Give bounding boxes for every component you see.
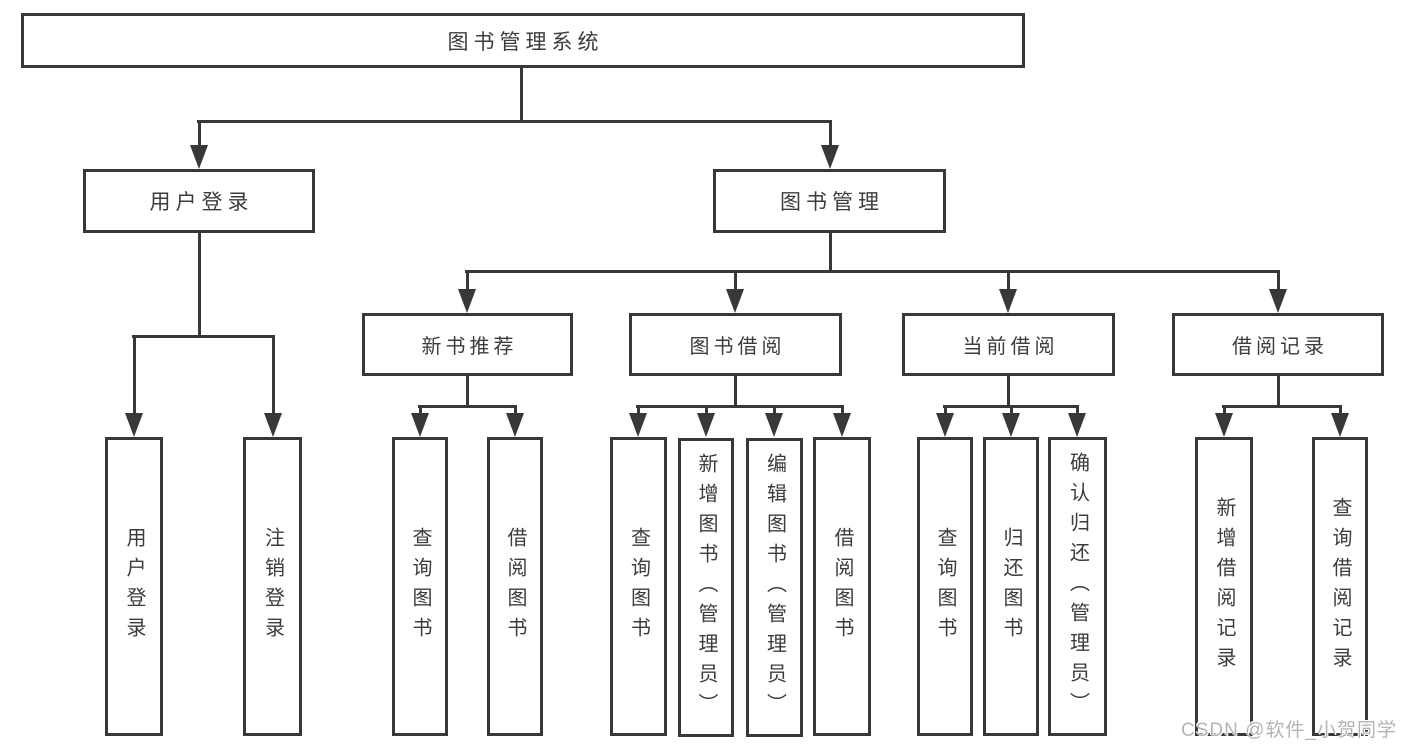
leaf-confirm-return-admin: 确认归还（管理员） — [1048, 437, 1107, 736]
connector-root-bar — [197, 120, 832, 123]
arrowhead-borrow-books-1 — [506, 413, 524, 437]
leaf-add-borrow-record-label: 新增借阅记录 — [1213, 496, 1235, 677]
connector-user-login-bar — [132, 335, 274, 338]
connector-current-borrow-stem — [1007, 376, 1010, 407]
arrowhead-return-book — [1002, 413, 1020, 437]
connector-new-book-bar — [418, 405, 517, 408]
leaf-edit-book-admin-label: 编辑图书（管理员） — [763, 452, 786, 723]
leaf-query-books-2-label: 查询图书 — [627, 526, 650, 647]
connector-borrow-records-bar — [1222, 405, 1342, 408]
connector-to-query-books-1 — [419, 405, 422, 415]
node-new-book-recommend-label: 新书推荐 — [421, 336, 518, 358]
connector-new-book-stem — [466, 376, 469, 407]
connector-to-query-record — [1339, 405, 1342, 415]
leaf-borrow-books-2-label: 借阅图书 — [831, 526, 853, 647]
connector-to-return-book — [1010, 405, 1013, 415]
leaf-logout-label: 注销登录 — [261, 526, 284, 647]
connector-to-edit-book — [773, 405, 776, 415]
node-root-label: 图书管理系统 — [447, 30, 604, 54]
arrowhead-new-book — [458, 289, 476, 313]
arrowhead-add-record — [1215, 413, 1233, 437]
arrowhead-borrow-records — [1269, 289, 1287, 313]
leaf-return-book: 归还图书 — [983, 437, 1039, 736]
leaf-return-book-label: 归还图书 — [1000, 526, 1022, 647]
connector-borrow-records-stem — [1277, 376, 1280, 407]
node-book-management: 图书管理 — [713, 169, 946, 233]
leaf-query-borrow-record: 查询借阅记录 — [1312, 437, 1368, 736]
arrowhead-add-book — [697, 413, 715, 437]
leaf-confirm-return-admin-label: 确认归还（管理员） — [1066, 451, 1089, 722]
connector-to-book-borrow — [734, 270, 737, 291]
node-book-borrow-label: 图书借阅 — [689, 336, 786, 358]
leaf-add-book-admin-label: 新增图书（管理员） — [695, 452, 717, 723]
connector-to-add-record — [1223, 405, 1226, 415]
leaf-add-book-admin: 新增图书（管理员） — [678, 438, 734, 737]
arrowhead-confirm-return — [1068, 413, 1086, 437]
connector-to-user-login — [198, 120, 201, 146]
arrowhead-borrow-books-2 — [833, 413, 851, 437]
arrowhead-query-books-1 — [411, 413, 429, 437]
connector-to-book-management — [829, 120, 832, 146]
connector-to-confirm-return — [1076, 405, 1079, 415]
connector-book-borrow-bar — [636, 405, 844, 408]
leaf-query-borrow-record-label: 查询借阅记录 — [1329, 496, 1351, 677]
arrowhead-book-borrow — [726, 289, 744, 313]
leaf-add-borrow-record: 新增借阅记录 — [1195, 437, 1253, 736]
leaf-query-books-3-label: 查询图书 — [934, 526, 956, 647]
leaf-borrow-books-1-label: 借阅图书 — [504, 526, 526, 647]
leaf-user-login-label: 用户登录 — [123, 526, 145, 647]
node-new-book-recommend: 新书推荐 — [362, 313, 573, 376]
leaf-edit-book-admin: 编辑图书（管理员） — [746, 438, 803, 737]
node-current-borrow-label: 当前借阅 — [962, 336, 1059, 358]
arrowhead-query-record — [1331, 413, 1349, 437]
connector-root-stem — [520, 68, 523, 121]
node-root: 图书管理系统 — [21, 13, 1025, 68]
connector-to-borrow-records — [1277, 270, 1280, 291]
node-book-borrow: 图书借阅 — [629, 313, 842, 376]
arrowhead-edit-book — [765, 413, 783, 437]
leaf-borrow-books-1: 借阅图书 — [487, 437, 543, 736]
leaf-user-login: 用户登录 — [105, 437, 163, 736]
arrowhead-user-login — [190, 145, 208, 169]
connector-to-leaf-logout — [272, 335, 275, 415]
leaf-query-books-1-label: 查询图书 — [409, 526, 431, 647]
connector-to-current-borrow — [1007, 270, 1010, 291]
node-current-borrow: 当前借阅 — [902, 313, 1115, 376]
node-user-login: 用户登录 — [83, 169, 315, 233]
arrowhead-leaf-logout — [264, 413, 282, 437]
leaf-borrow-books-2: 借阅图书 — [813, 437, 871, 736]
arrowhead-query-books-2 — [629, 413, 647, 437]
leaf-query-books-1: 查询图书 — [392, 437, 448, 736]
leaf-query-books-3: 查询图书 — [917, 437, 973, 736]
connector-to-add-book — [705, 405, 708, 415]
leaf-logout: 注销登录 — [243, 437, 302, 736]
leaf-query-books-2: 查询图书 — [610, 437, 667, 736]
arrowhead-query-books-3 — [936, 413, 954, 437]
arrowhead-book-management — [821, 145, 839, 169]
connector-book-borrow-stem — [734, 376, 737, 407]
watermark-text: CSDN @软件_小贺同学 — [1181, 720, 1397, 741]
node-borrow-records-label: 借阅记录 — [1232, 336, 1328, 358]
connector-to-query-books-2 — [637, 405, 640, 415]
node-book-management-label: 图书管理 — [780, 191, 884, 214]
connector-to-leaf-login — [133, 335, 136, 415]
arrowhead-current-borrow — [999, 289, 1017, 313]
arrowhead-leaf-login — [125, 413, 143, 437]
connector-book-management-bar — [465, 270, 1280, 273]
connector-to-borrow-books-1 — [514, 405, 517, 415]
connector-to-query-books-3 — [944, 405, 947, 415]
connector-user-login-stem — [198, 233, 201, 337]
connector-to-borrow-books-2 — [841, 405, 844, 415]
node-user-login-label: 用户登录 — [149, 191, 254, 214]
connector-book-management-stem — [829, 233, 832, 272]
connector-to-new-book — [466, 270, 469, 291]
node-borrow-records: 借阅记录 — [1172, 313, 1384, 376]
